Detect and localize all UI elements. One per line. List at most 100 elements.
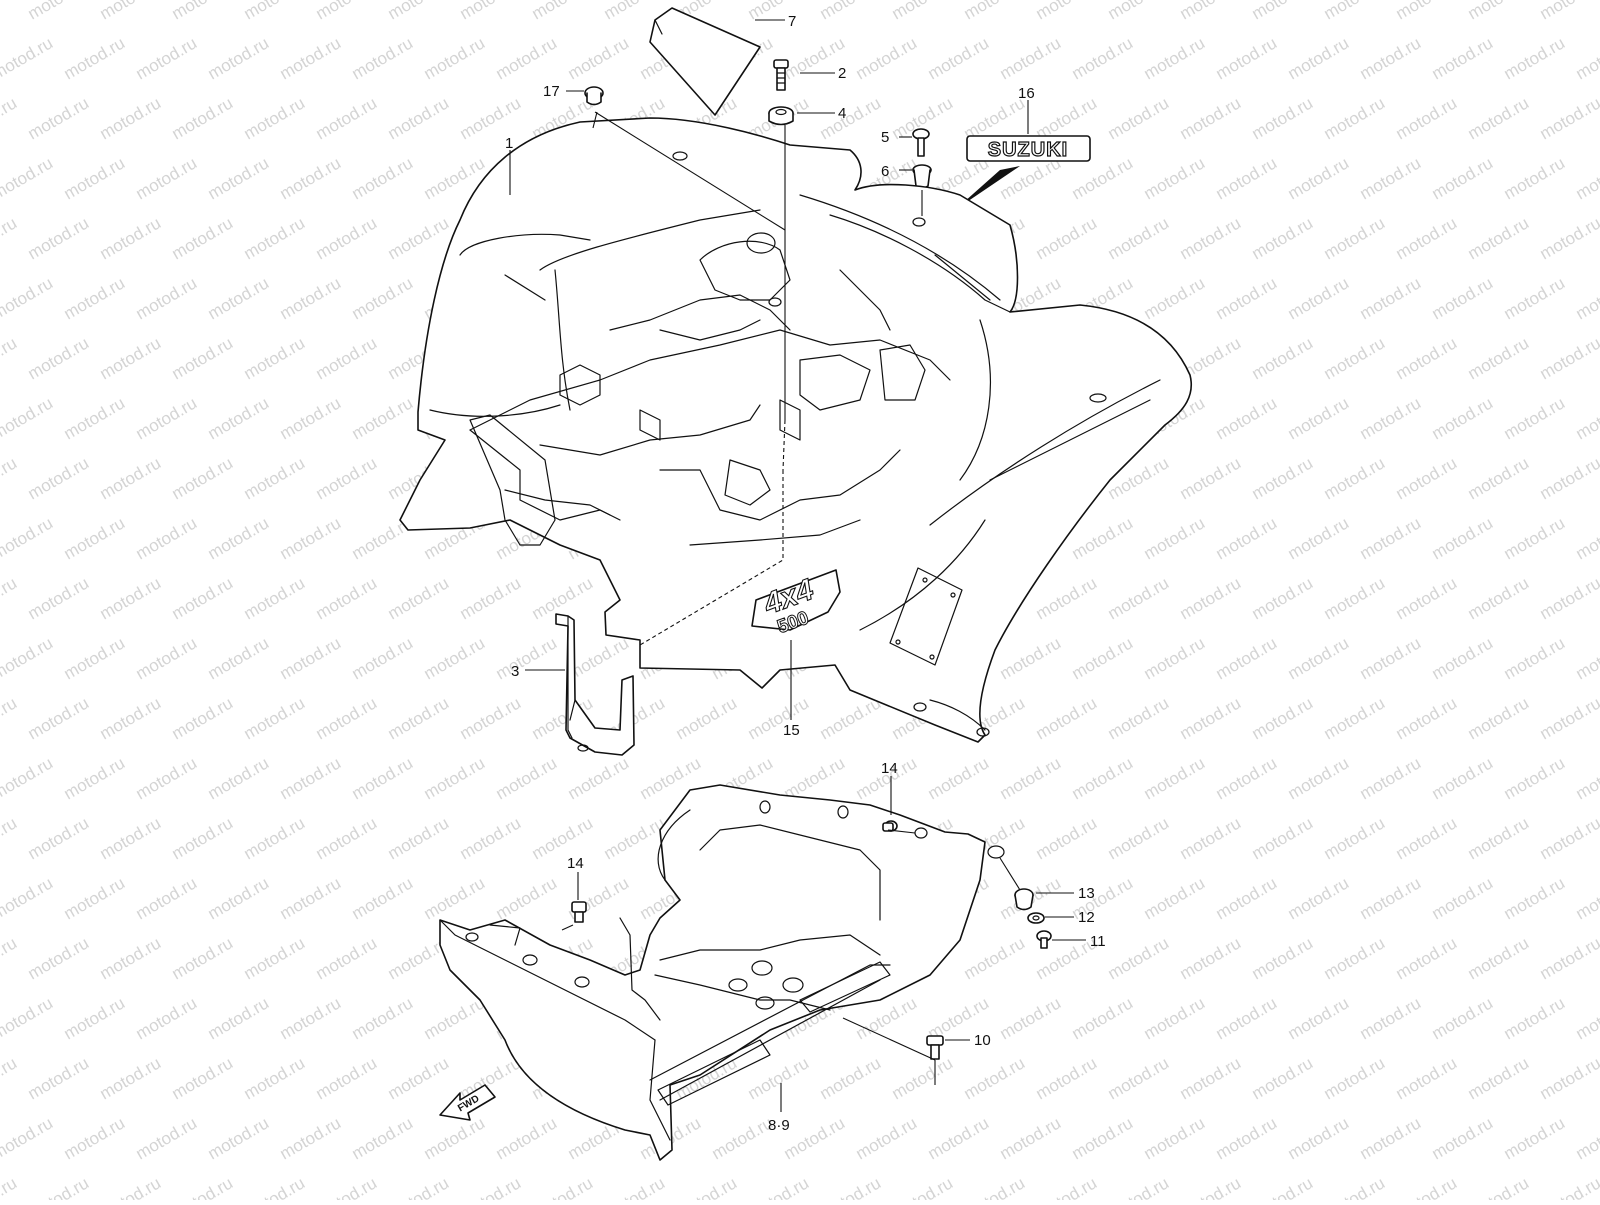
watermark-text: motod.ru bbox=[0, 153, 56, 203]
watermark-text: motod.ru bbox=[349, 633, 417, 683]
watermark-text: motod.ru bbox=[25, 333, 93, 383]
watermark-text: motod.ru bbox=[133, 633, 201, 683]
watermark-text: motod.ru bbox=[1537, 453, 1600, 503]
watermark-text: motod.ru bbox=[1177, 93, 1245, 143]
watermark-text: motod.ru bbox=[1321, 0, 1389, 23]
watermark-text: motod.ru bbox=[1321, 693, 1389, 743]
watermark-text: motod.ru bbox=[205, 273, 273, 323]
watermark-text: motod.ru bbox=[1213, 633, 1281, 683]
watermark-text: motod.ru bbox=[961, 933, 1029, 983]
watermark-text: motod.ru bbox=[25, 573, 93, 623]
watermark-text: motod.ru bbox=[1213, 873, 1281, 923]
watermark-text: motod.ru bbox=[61, 393, 129, 443]
watermark-text: motod.ru bbox=[1321, 93, 1389, 143]
watermark-text: motod.ru bbox=[745, 1173, 813, 1200]
watermark-text: motod.ru bbox=[1393, 333, 1461, 383]
callout-1: 1 bbox=[505, 135, 513, 152]
watermark-text: motod.ru bbox=[1573, 633, 1600, 683]
watermark-text: motod.ru bbox=[1105, 213, 1173, 263]
watermark-text: motod.ru bbox=[313, 573, 381, 623]
watermark-text: motod.ru bbox=[1573, 993, 1600, 1043]
watermark-text: motod.ru bbox=[133, 153, 201, 203]
watermark-text: motod.ru bbox=[277, 873, 345, 923]
watermark-text: motod.ru bbox=[97, 213, 165, 263]
watermark-text: motod.ru bbox=[1393, 573, 1461, 623]
watermark-text: motod.ru bbox=[1213, 153, 1281, 203]
watermark-text: motod.ru bbox=[61, 273, 129, 323]
watermark-text: motod.ru bbox=[1357, 393, 1425, 443]
watermark-text: motod.ru bbox=[0, 1053, 20, 1103]
watermark-text: motod.ru bbox=[1465, 213, 1533, 263]
watermark-text: motod.ru bbox=[0, 873, 56, 923]
watermark-text: motod.ru bbox=[1177, 0, 1245, 23]
watermark-text: motod.ru bbox=[385, 813, 453, 863]
watermark-text: motod.ru bbox=[1033, 1053, 1101, 1103]
watermark-text: motod.ru bbox=[277, 393, 345, 443]
watermark-text: motod.ru bbox=[1465, 1173, 1533, 1200]
watermark-text: motod.ru bbox=[1177, 813, 1245, 863]
watermark-text: motod.ru bbox=[25, 453, 93, 503]
watermark-text: motod.ru bbox=[1069, 633, 1137, 683]
watermark-text: motod.ru bbox=[493, 33, 561, 83]
callout-13: 13 bbox=[1078, 885, 1095, 902]
watermark-text: motod.ru bbox=[1393, 0, 1461, 23]
watermark-text: motod.ru bbox=[1321, 573, 1389, 623]
watermark-text: motod.ru bbox=[25, 93, 93, 143]
part-11-bolt bbox=[1037, 931, 1051, 948]
watermark-text: motod.ru bbox=[529, 813, 597, 863]
watermark-text: motod.ru bbox=[0, 33, 56, 83]
watermark-text: motod.ru bbox=[1141, 993, 1209, 1043]
watermark-text: motod.ru bbox=[493, 1113, 561, 1163]
watermark-text: motod.ru bbox=[349, 753, 417, 803]
watermark-text: motod.ru bbox=[457, 1173, 525, 1200]
watermark-text: motod.ru bbox=[1033, 573, 1101, 623]
watermark-text: motod.ru bbox=[1357, 33, 1425, 83]
watermark-text: motod.ru bbox=[61, 993, 129, 1043]
watermark-text: motod.ru bbox=[1573, 33, 1600, 83]
watermark-text: motod.ru bbox=[169, 933, 237, 983]
watermark-text: motod.ru bbox=[0, 753, 56, 803]
part-6-collar bbox=[913, 165, 931, 188]
watermark-text: motod.ru bbox=[0, 93, 20, 143]
callout-12: 12 bbox=[1078, 909, 1095, 926]
watermark-text: motod.ru bbox=[277, 633, 345, 683]
watermark-text: motod.ru bbox=[0, 573, 20, 623]
watermark-text: motod.ru bbox=[205, 633, 273, 683]
watermark-text: motod.ru bbox=[313, 213, 381, 263]
watermark-text: motod.ru bbox=[0, 453, 20, 503]
watermark-text: motod.ru bbox=[61, 873, 129, 923]
watermark-text: motod.ru bbox=[1573, 273, 1600, 323]
watermark-text: motod.ru bbox=[169, 333, 237, 383]
watermark-text: motod.ru bbox=[493, 633, 561, 683]
watermark-text: motod.ru bbox=[817, 0, 885, 23]
watermark-text: motod.ru bbox=[241, 213, 309, 263]
watermark-text: motod.ru bbox=[0, 693, 20, 743]
watermark-text: motod.ru bbox=[853, 33, 921, 83]
watermark-text: motod.ru bbox=[25, 213, 93, 263]
watermark-text: motod.ru bbox=[61, 633, 129, 683]
watermark-text: motod.ru bbox=[493, 753, 561, 803]
watermark-text: motod.ru bbox=[1321, 213, 1389, 263]
watermark-text: motod.ru bbox=[169, 1053, 237, 1103]
watermark-text: motod.ru bbox=[1105, 693, 1173, 743]
callout-4: 4 bbox=[838, 105, 846, 122]
watermark-text: motod.ru bbox=[1213, 513, 1281, 563]
part-4-grommet bbox=[769, 107, 793, 125]
watermark-text: motod.ru bbox=[0, 1173, 20, 1200]
watermark-text: motod.ru bbox=[385, 573, 453, 623]
watermark-text: motod.ru bbox=[277, 273, 345, 323]
watermark-text: motod.ru bbox=[1501, 273, 1569, 323]
watermark-text: motod.ru bbox=[1213, 393, 1281, 443]
watermark-text: motod.ru bbox=[1501, 993, 1569, 1043]
watermark-text: motod.ru bbox=[349, 873, 417, 923]
watermark-text: motod.ru bbox=[25, 0, 93, 23]
watermark-text: motod.ru bbox=[25, 1173, 93, 1200]
watermark-text: motod.ru bbox=[1465, 0, 1533, 23]
watermark-text: motod.ru bbox=[1501, 753, 1569, 803]
watermark-text: motod.ru bbox=[133, 33, 201, 83]
watermark-text: motod.ru bbox=[1285, 993, 1353, 1043]
callout-2: 2 bbox=[838, 65, 846, 82]
watermark-text: motod.ru bbox=[1249, 333, 1317, 383]
